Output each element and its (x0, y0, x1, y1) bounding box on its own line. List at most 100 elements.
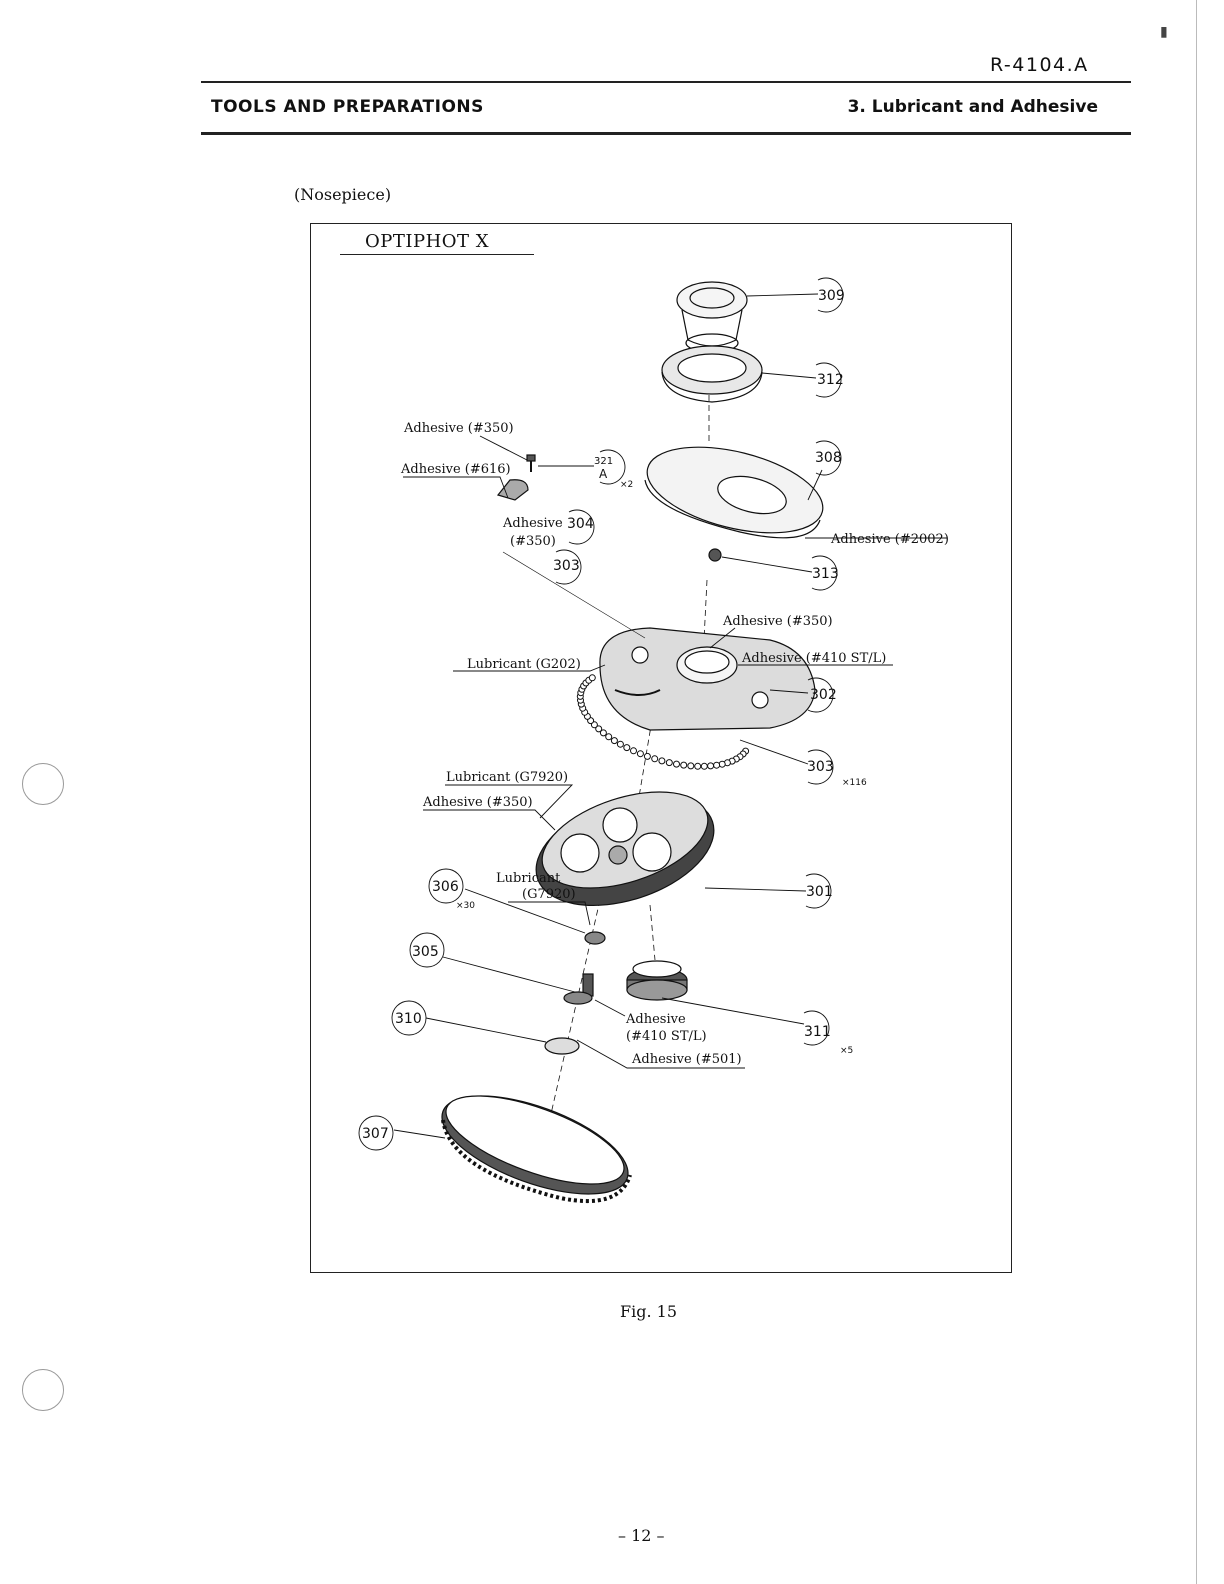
label-adhesive-410-top: Adhesive (#410 ST/L) (741, 651, 886, 666)
leader-305 (442, 956, 576, 993)
bearing-ball (680, 761, 688, 769)
callout-313: 313 (811, 555, 839, 591)
subheading: (Nosepiece) (294, 185, 392, 204)
axis-line-311 (649, 904, 656, 961)
label-lubricant-g7920: Lubricant (G7920) (446, 770, 568, 785)
callout-321a: 321 A ×2 (594, 449, 633, 490)
part-304-bracket (496, 479, 529, 501)
label-adhesive-410-low-code: (#410 ST/L) (626, 1029, 707, 1044)
section-title: TOOLS AND PREPARATIONS (211, 97, 484, 117)
part-312-ring (661, 345, 763, 403)
bearing-ball (687, 762, 695, 770)
model-name: OPTIPHOT X (365, 231, 490, 252)
bearing-ball (610, 737, 618, 745)
part-311-adapter (626, 960, 688, 1001)
bearing-ball (665, 759, 673, 767)
model-underline (340, 254, 534, 255)
part-301-revolver-body (535, 791, 715, 907)
label-adhesive-350-mid: Adhesive (#350) (722, 614, 833, 629)
figure-frame (310, 223, 1012, 1273)
leader-adh350-top (479, 435, 528, 461)
label-adhesive-501: Adhesive (#501) (631, 1052, 742, 1067)
part-307-cover-ring (441, 1095, 632, 1203)
callout-304: 304 (567, 509, 595, 545)
bearing-ball (713, 761, 721, 769)
bearing-ball (673, 760, 680, 768)
svg-text:309: 309 (818, 288, 845, 304)
callout-312: 312 (815, 362, 844, 398)
label-lubricant-306: Lubricant (496, 871, 561, 886)
part-308-plate (644, 446, 824, 539)
binder-hole-upper (22, 763, 64, 805)
callout-306: 306 ×30 (428, 868, 475, 911)
leader-311 (661, 997, 805, 1025)
page-number: – 12 – (618, 1526, 665, 1545)
svg-text:303: 303 (807, 759, 834, 775)
callout-301: 301 (805, 873, 833, 909)
document-code: R-4104.A (990, 54, 1089, 76)
label-adhesive-616: Adhesive (#616) (400, 462, 511, 477)
bearing-ball (588, 674, 596, 682)
svg-text:×116: ×116 (842, 778, 867, 788)
leader-adh350-low (423, 809, 556, 831)
svg-text:×2: ×2 (620, 480, 633, 490)
label-adhesive-350-low: Adhesive (#350) (422, 795, 533, 810)
bearing-ball (616, 740, 624, 748)
header-rule-top (201, 81, 1131, 83)
leader-309 (746, 293, 819, 297)
leader-302 (769, 689, 809, 694)
label-adhesive-304-code: (#350) (510, 534, 556, 549)
leader-lub-g202 (453, 664, 606, 672)
bearing-ball (630, 747, 637, 755)
corner-mark-icon: ▮ (1160, 24, 1168, 40)
leader-lub-g7920 (445, 784, 574, 819)
leader-310 (425, 1017, 547, 1043)
svg-text:×30: ×30 (456, 901, 475, 911)
callout-309: 309 (817, 277, 845, 313)
bearing-ball (605, 733, 613, 741)
bearing-ball (718, 760, 726, 768)
figure-caption: Fig. 15 (620, 1302, 677, 1321)
bearing-ball (599, 729, 607, 737)
page-edge-line (1196, 0, 1197, 1584)
subsection-title: 3. Lubricant and Adhesive (847, 97, 1098, 117)
svg-text:A: A (599, 467, 608, 481)
part-306-detent (584, 931, 606, 945)
label-adhesive-350-top: Adhesive (#350) (403, 421, 514, 436)
axis-line-mid (703, 579, 708, 641)
leader-307 (393, 1129, 446, 1139)
part-310-washer (544, 1037, 580, 1055)
leader-306 (464, 888, 586, 934)
callout-311: 311 ×5 (803, 1010, 853, 1056)
bearing-ball (643, 752, 651, 760)
svg-text:307: 307 (362, 1126, 389, 1142)
material-labels: Adhesive (#350) Adhesive (#616) Adhesive… (400, 421, 949, 1067)
bearing-ball (636, 750, 644, 758)
svg-text:306: 306 (432, 879, 459, 895)
callout-310: 310 (391, 1000, 427, 1036)
svg-text:321: 321 (594, 456, 613, 467)
svg-text:304: 304 (567, 516, 594, 532)
part-303-ball-ring (576, 674, 750, 770)
leader-313 (721, 556, 813, 573)
callout-307: 307 (358, 1115, 394, 1151)
label-adhesive-410-low: Adhesive (625, 1012, 686, 1027)
part-302-revolver-top (599, 627, 816, 731)
label-adhesive-304: Adhesive (502, 516, 563, 531)
svg-text:308: 308 (815, 450, 842, 466)
leader-301 (704, 887, 807, 892)
axis-line-lower (629, 719, 653, 851)
bearing-ball (658, 757, 666, 765)
leader-adh350-mid (709, 627, 736, 649)
part-305-pivot (563, 973, 594, 1005)
leader-303b (739, 739, 809, 765)
binder-hole-lower (22, 1369, 64, 1411)
callouts: 309 312 308 313 302 303 ×116 301 (358, 277, 867, 1151)
svg-text:313: 313 (812, 566, 839, 582)
leader-adh410-low (594, 999, 626, 1017)
callout-303b: 303 ×116 (807, 749, 867, 788)
svg-text:303: 303 (553, 558, 580, 574)
bearing-ball (651, 755, 659, 763)
bearing-ball (595, 725, 603, 733)
